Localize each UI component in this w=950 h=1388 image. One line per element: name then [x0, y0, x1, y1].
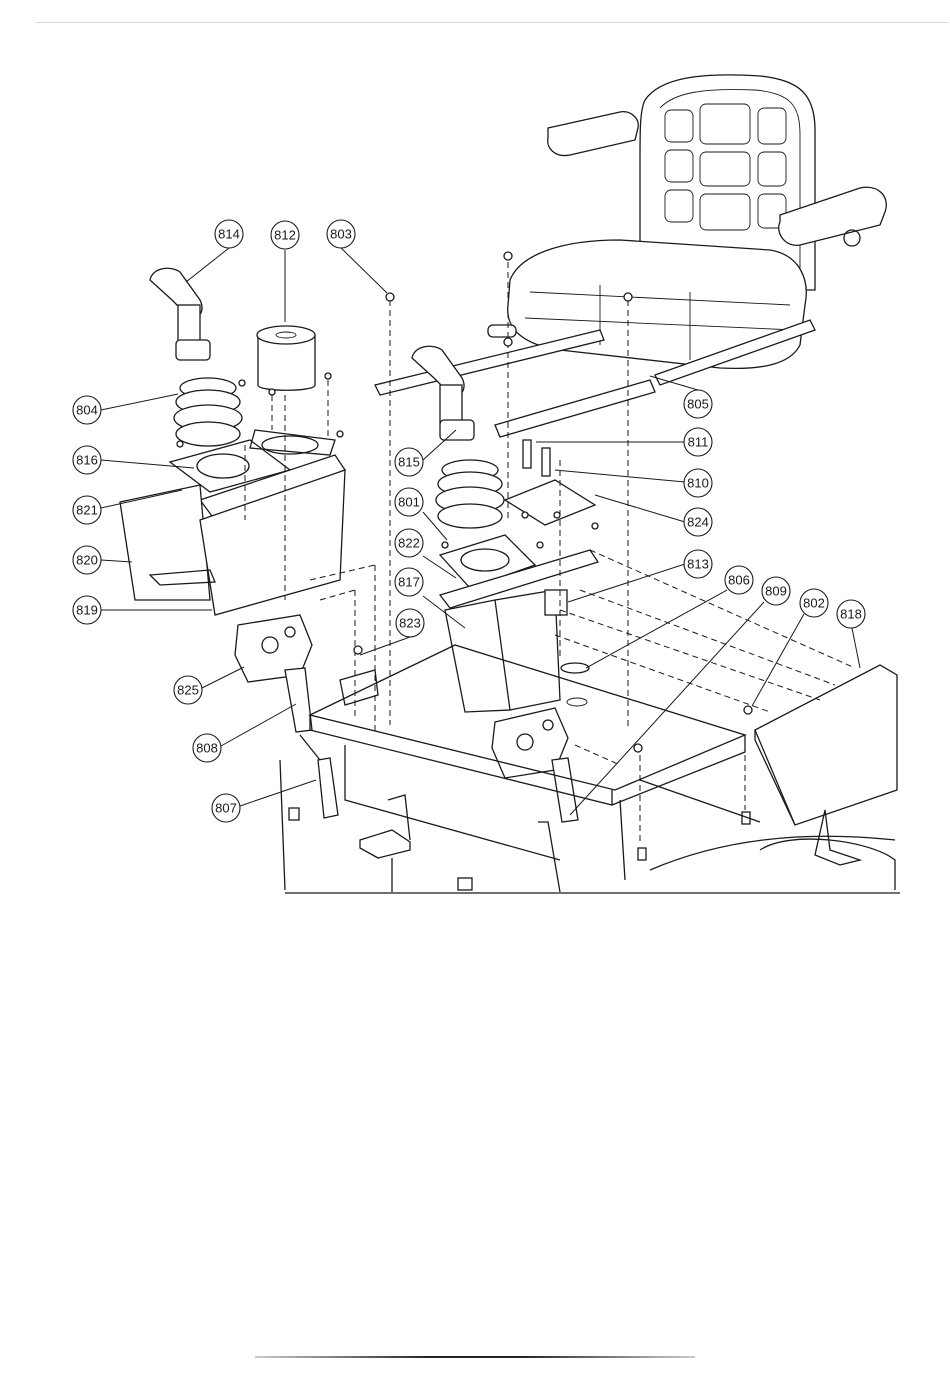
callout-label: 814	[218, 227, 240, 242]
callout-810: 810	[684, 469, 712, 497]
callout-label: 813	[687, 557, 709, 572]
side-panel	[755, 665, 897, 865]
callout-label: 809	[765, 584, 787, 599]
callout-809: 809	[762, 577, 790, 605]
callout-label: 802	[803, 596, 825, 611]
callout-811: 811	[684, 428, 712, 456]
callout-823: 823	[396, 609, 424, 637]
right-console	[412, 346, 598, 822]
callout-label: 824	[687, 515, 709, 530]
callout-804: 804	[73, 396, 101, 424]
callout-label: 823	[399, 616, 421, 631]
callout-805: 805	[684, 390, 712, 418]
callout-label: 825	[177, 683, 199, 698]
callout-label: 805	[687, 397, 709, 412]
callout-label: 810	[687, 476, 709, 491]
callout-label: 806	[728, 573, 750, 588]
callout-label: 821	[76, 503, 98, 518]
callout-812: 812	[271, 221, 299, 249]
callout-824: 824	[684, 508, 712, 536]
callout-803: 803	[327, 220, 355, 248]
callout-label: 808	[196, 741, 218, 756]
callout-815: 815	[395, 448, 423, 476]
callout-816: 816	[73, 446, 101, 474]
callout-822: 822	[395, 529, 423, 557]
callout-806: 806	[725, 566, 753, 594]
exploded-parts-diagram: 814 812 803 804 816 821 820 819	[0, 0, 950, 900]
callout-label: 804	[76, 403, 98, 418]
callout-label: 801	[398, 495, 420, 510]
callout-label: 818	[840, 607, 862, 622]
callout-813: 813	[684, 550, 712, 578]
callout-label: 811	[688, 435, 709, 450]
callout-818: 818	[837, 600, 865, 628]
callout-label: 803	[330, 227, 352, 242]
callout-807: 807	[212, 794, 240, 822]
callout-label: 815	[398, 455, 420, 470]
callout-825: 825	[174, 676, 202, 704]
callout-821: 821	[73, 496, 101, 524]
callout-801: 801	[395, 488, 423, 516]
callout-label: 807	[215, 801, 237, 816]
callout-820: 820	[73, 546, 101, 574]
bottom-rule	[255, 1356, 695, 1358]
callout-label: 817	[398, 575, 420, 590]
callout-label: 822	[398, 536, 420, 551]
callout-label: 820	[76, 553, 98, 568]
callout-817: 817	[395, 568, 423, 596]
callout-label: 819	[76, 603, 98, 618]
callout-label: 816	[76, 453, 98, 468]
callout-808: 808	[193, 734, 221, 762]
callout-814: 814	[215, 220, 243, 248]
callout-819: 819	[73, 596, 101, 624]
callout-802: 802	[800, 589, 828, 617]
left-console	[120, 268, 345, 818]
callout-label: 812	[274, 228, 296, 243]
